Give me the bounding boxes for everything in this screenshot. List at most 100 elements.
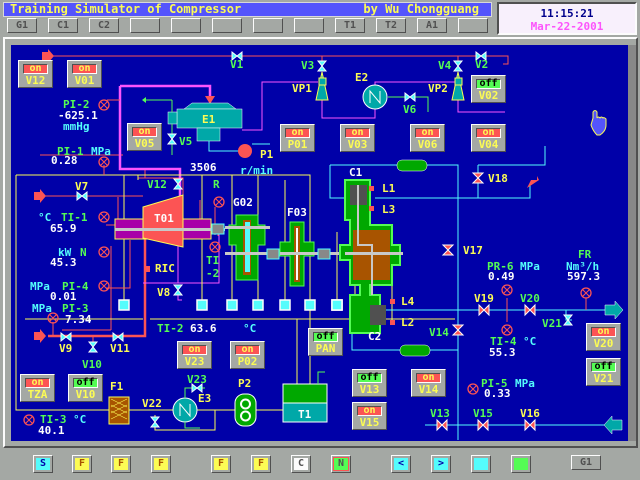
nav-button-blank-7[interactable] bbox=[294, 18, 324, 33]
toggle-state: on bbox=[416, 373, 441, 383]
nav-button-a1[interactable]: A1 bbox=[417, 18, 447, 33]
nav-button-blank-4[interactable] bbox=[171, 18, 201, 33]
valve-v20[interactable] bbox=[524, 304, 536, 316]
label-v5: V5 bbox=[179, 135, 192, 148]
nav-button-g1[interactable]: G1 bbox=[7, 18, 37, 33]
nav-button-t1[interactable]: T1 bbox=[335, 18, 365, 33]
label-v6: V6 bbox=[403, 103, 417, 116]
toggle-state: on bbox=[235, 345, 260, 355]
nav-button-blank-11[interactable] bbox=[458, 18, 488, 33]
valve-v3[interactable] bbox=[317, 60, 327, 72]
toolbar-button-8[interactable]: < bbox=[391, 455, 411, 473]
nav-button-t2[interactable]: T2 bbox=[376, 18, 406, 33]
label-v4: V4 bbox=[438, 59, 452, 72]
valve-v19[interactable] bbox=[478, 304, 490, 316]
valve-v5[interactable] bbox=[167, 133, 177, 145]
toolbar-button-6[interactable]: C bbox=[291, 455, 311, 473]
label-v23: V23 bbox=[187, 373, 207, 386]
label-g02: G02 bbox=[233, 196, 253, 209]
toolbar-button-label: S bbox=[36, 458, 50, 470]
valve-v17[interactable] bbox=[442, 244, 454, 256]
nav-button-c2[interactable]: C2 bbox=[89, 18, 119, 33]
pump-p1 bbox=[238, 144, 252, 158]
toggle-state: off bbox=[73, 378, 98, 388]
valve-v9[interactable] bbox=[60, 332, 72, 342]
scrollbar[interactable] bbox=[628, 45, 636, 441]
toolbar-button-9[interactable]: > bbox=[431, 455, 451, 473]
label-v17: V17 bbox=[463, 244, 483, 257]
pump-p2 bbox=[234, 393, 257, 427]
valve-v4[interactable] bbox=[453, 60, 463, 72]
nav-button-blank-5[interactable] bbox=[212, 18, 242, 33]
label-r: R bbox=[213, 178, 220, 191]
toggle-state: on bbox=[357, 406, 382, 416]
nav-button-blank-3[interactable] bbox=[130, 18, 160, 33]
valve-v10[interactable] bbox=[88, 341, 98, 353]
valve-v16[interactable] bbox=[524, 419, 536, 431]
toolbar-button-2[interactable]: F bbox=[111, 455, 131, 473]
nav-button-c1[interactable]: C1 bbox=[48, 18, 78, 33]
toolbar-button-4[interactable]: F bbox=[211, 455, 231, 473]
toolbar-button-7[interactable]: N bbox=[331, 455, 351, 473]
ti1-tag: TI-1 bbox=[61, 211, 88, 224]
ti3-unit: °C bbox=[73, 413, 86, 426]
toolbar-button-3[interactable]: F bbox=[151, 455, 171, 473]
hand-cursor-icon bbox=[590, 110, 607, 136]
inlet-arrow-icon bbox=[42, 49, 54, 63]
speed-value: 3506 bbox=[190, 161, 217, 174]
toolbar-button-5[interactable]: F bbox=[251, 455, 271, 473]
valve-v6[interactable] bbox=[404, 92, 416, 102]
label-v1: V1 bbox=[230, 58, 244, 71]
label-e2: E2 bbox=[355, 71, 368, 84]
label-l1: L1 bbox=[382, 182, 396, 195]
label-f03: F03 bbox=[287, 206, 307, 219]
valve-v15[interactable] bbox=[477, 419, 489, 431]
toolbar-button-0[interactable]: S bbox=[33, 455, 53, 473]
gearbox-g02 bbox=[225, 214, 285, 281]
page-button-g1[interactable]: G1 bbox=[571, 455, 601, 470]
toolbar-button-11[interactable] bbox=[511, 455, 531, 473]
nav-button-blank-6[interactable] bbox=[253, 18, 283, 33]
turbine-t01 bbox=[114, 194, 225, 248]
valve-v14[interactable] bbox=[452, 324, 464, 336]
valve-v7[interactable] bbox=[76, 191, 88, 201]
ti2-unit: °C bbox=[243, 322, 256, 335]
clock-time: 11:15:21 bbox=[540, 7, 594, 20]
valve-v22[interactable] bbox=[150, 416, 160, 428]
toolbar-button-label: < bbox=[394, 458, 408, 470]
toolbar-button-10[interactable] bbox=[471, 455, 491, 473]
valve-v13[interactable] bbox=[436, 419, 448, 431]
coupling-f03 bbox=[266, 221, 343, 287]
valve-v8[interactable] bbox=[173, 284, 183, 296]
toggle-state: on bbox=[23, 64, 48, 74]
process-frame bbox=[3, 37, 638, 448]
compressor-c1-c2 bbox=[339, 179, 403, 334]
ti3-value: 40.1 bbox=[38, 424, 65, 437]
toolbar-button-1[interactable]: F bbox=[72, 455, 92, 473]
toggle-label: TZA bbox=[27, 388, 48, 401]
valve-v18[interactable] bbox=[472, 172, 484, 184]
valve-v11[interactable] bbox=[112, 332, 124, 342]
ti2-tag: TI-2 bbox=[157, 322, 184, 335]
heat-exchanger-e1 bbox=[167, 102, 243, 142]
ti1-value: 65.9 bbox=[50, 222, 77, 235]
toolbar-button-label: F bbox=[254, 458, 268, 470]
